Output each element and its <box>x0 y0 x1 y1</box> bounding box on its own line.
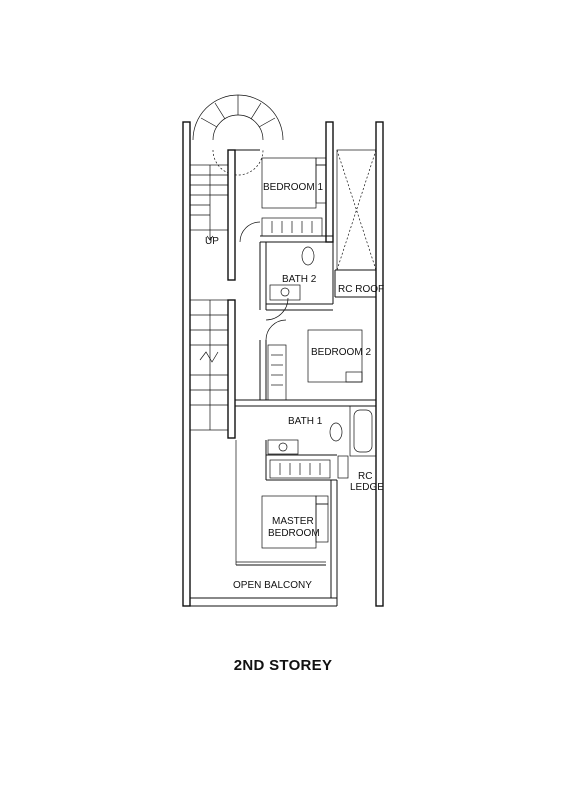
bath2-label: BATH 2 <box>282 274 317 285</box>
bedroom2-furniture <box>265 319 363 401</box>
spiral-staircase <box>192 94 284 176</box>
bath2-fixtures <box>265 246 315 321</box>
rc-ledge-label-1: RC <box>358 471 372 482</box>
bedroom2-label: BEDROOM 2 <box>311 347 371 358</box>
bath1-fixtures <box>267 405 377 479</box>
outer-walls <box>182 121 384 607</box>
bath1-label: BATH 1 <box>288 416 323 427</box>
page-title: 2ND STOREY <box>234 657 333 674</box>
stair-up-label: UP <box>205 236 219 247</box>
bedroom1-furniture <box>239 157 327 243</box>
rc-roof-void <box>336 149 377 271</box>
bedroom1-label: BEDROOM 1 <box>263 182 323 193</box>
balcony-label: OPEN BALCONY <box>233 580 312 591</box>
master-bedroom-label-1: MASTER <box>272 516 314 527</box>
master-bedroom-label-2: BEDROOM <box>268 528 320 539</box>
master-bedroom-furniture <box>235 440 329 566</box>
straight-staircase <box>189 164 231 431</box>
rc-ledge-label-2: LEDGE <box>350 482 384 493</box>
rc-roof-label: RC ROOF <box>338 284 384 295</box>
